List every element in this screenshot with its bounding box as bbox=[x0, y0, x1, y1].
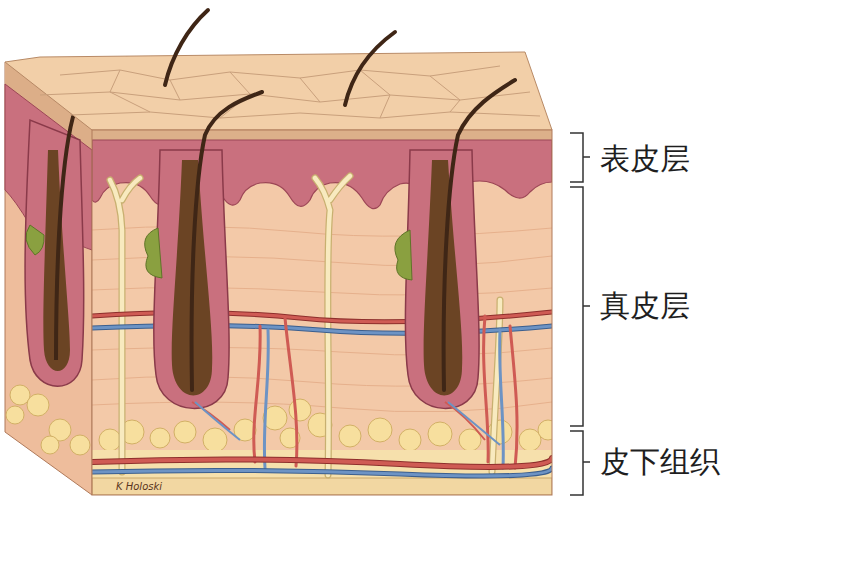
front-face bbox=[92, 130, 552, 495]
layer-label: 表皮层 bbox=[600, 144, 690, 174]
layer-label: 真皮层 bbox=[600, 291, 690, 321]
hair-shafts bbox=[165, 10, 515, 390]
artist-signature: K Holoski bbox=[116, 482, 162, 492]
layer-brackets bbox=[570, 133, 590, 495]
side-fat bbox=[6, 385, 90, 455]
layer-label: 皮下组织 bbox=[600, 447, 720, 477]
top-cells bbox=[40, 66, 540, 118]
front-outline bbox=[92, 130, 552, 495]
side-face bbox=[5, 62, 92, 495]
